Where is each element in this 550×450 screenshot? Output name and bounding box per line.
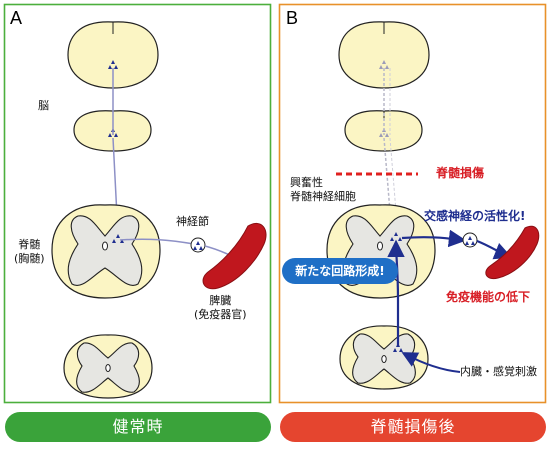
injury-label: 脊髄損傷 <box>436 166 485 180</box>
immune-decline-label: 免疫機能の低下 <box>446 290 531 304</box>
panel-a-frame <box>3 3 272 404</box>
spleen-b <box>485 225 540 280</box>
neuron-label-line1: 興奮性 <box>290 176 323 189</box>
panel-a-letter: A <box>10 8 23 28</box>
brain-label: 脳 <box>38 99 49 112</box>
panel-b-drawing <box>326 21 540 390</box>
visceral-stimulus-label: 内臓・感覚刺激 <box>460 365 537 378</box>
spinal-cord-label: 脊髄 (胸髄) <box>14 238 45 266</box>
thoracic-gray-matter <box>67 215 143 286</box>
spleen-label-line2: (免疫器官) <box>194 308 247 321</box>
spleen <box>202 222 267 290</box>
footer-after-injury: 脊髄損傷後 <box>280 412 546 442</box>
neuron-label: 興奮性 脊髄神経細胞 <box>290 176 356 204</box>
panel-b-frame <box>278 3 547 404</box>
footer-healthy: 健常時 <box>5 412 271 442</box>
neuron-label-line2: 脊髄神経細胞 <box>290 190 356 203</box>
ganglion-label: 神経節 <box>176 215 209 228</box>
spinal-cord-label-line2: (胸髄) <box>14 252 45 265</box>
spleen-label-line1: 脾臓 <box>209 294 232 307</box>
visceral-stimulus-arrow <box>401 352 461 373</box>
panel-b-letter: B <box>286 8 299 28</box>
sympathetic-activation-label: 交感神経の活性化! <box>424 209 526 223</box>
panel-a-drawing <box>51 21 267 399</box>
spleen-label: 脾臓 (免疫器官) <box>194 294 247 322</box>
new-circuit-bubble: 新たな回路形成! <box>282 258 398 284</box>
spinal-cord-label-line1: 脊髄 <box>18 238 41 251</box>
